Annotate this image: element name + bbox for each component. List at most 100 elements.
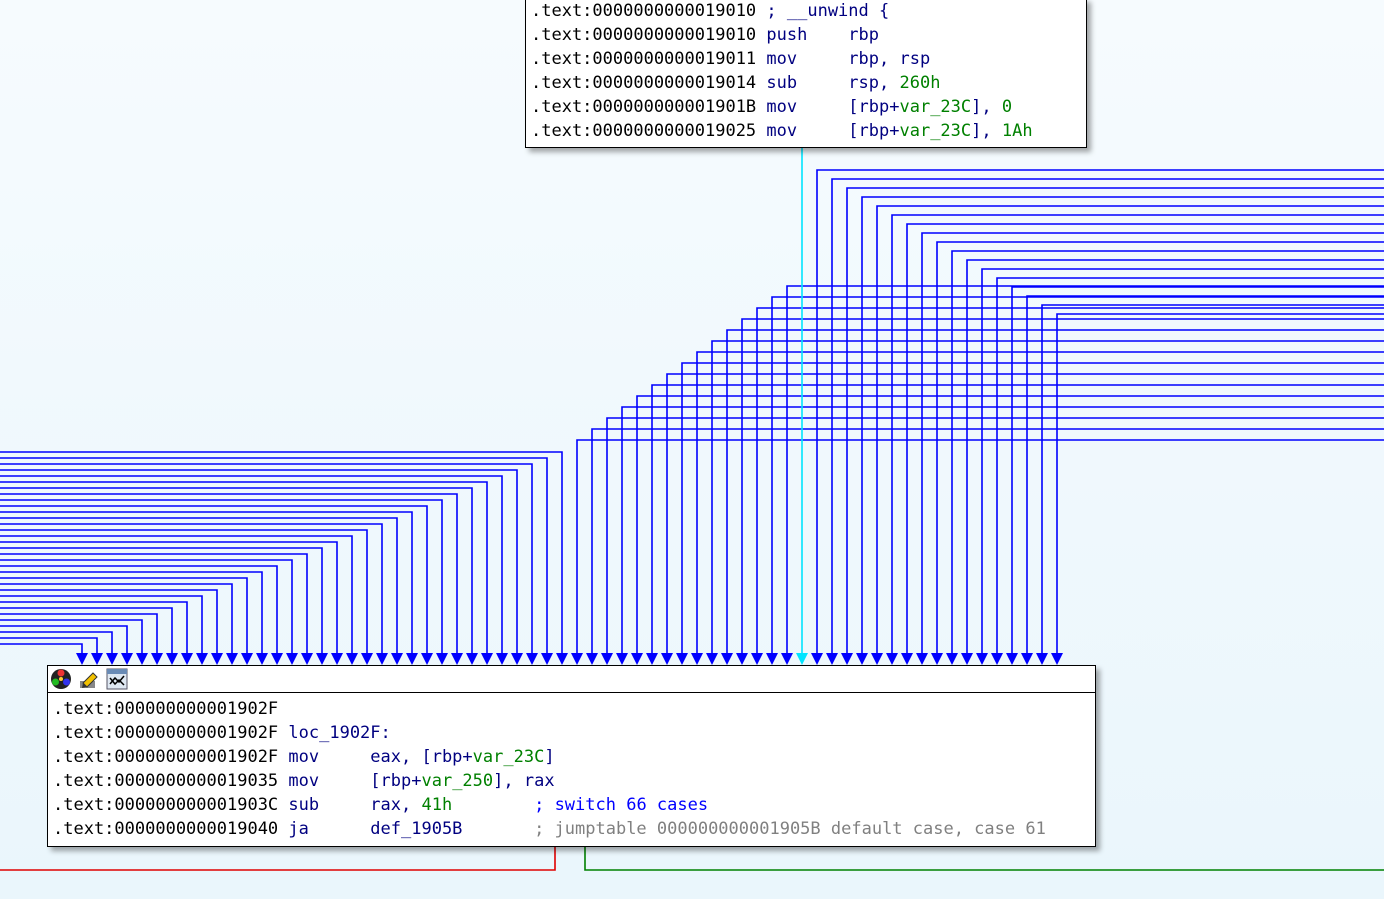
mnemonic[interactable]: mov	[288, 747, 371, 767]
disasm-line[interactable]: .text:0000000000019040 ja def_1905B ; ju…	[53, 817, 1095, 841]
switch-case-edge[interactable]	[0, 547, 323, 655]
operand[interactable]: ; switch 66 cases	[534, 795, 709, 815]
disasm-line[interactable]: .text:000000000001902F mov eax, [rbp+var…	[53, 745, 1095, 769]
operand[interactable]: var_23C	[899, 121, 972, 141]
operand[interactable]: rbp	[848, 25, 880, 45]
disasm-line[interactable]: .text:0000000000019010 ; __unwind {	[531, 0, 1086, 23]
disasm-line[interactable]: .text:0000000000019025 mov [rbp+var_23C]…	[531, 119, 1086, 143]
operand[interactable]: var_23C	[899, 97, 972, 117]
switch-case-edge[interactable]	[0, 571, 263, 655]
switch-case-edge[interactable]	[576, 439, 1384, 655]
switch-case-edge[interactable]	[816, 169, 1384, 655]
operand[interactable]: var_250	[421, 771, 494, 791]
mnemonic[interactable]: mov	[766, 97, 849, 117]
operand[interactable]: ], rax	[493, 771, 555, 791]
operand[interactable]: ],	[971, 97, 1002, 117]
operand[interactable]: [rbp+	[848, 121, 900, 141]
switch-case-edge[interactable]	[0, 475, 503, 655]
operand[interactable]: 260h	[899, 73, 941, 93]
switch-case-edge[interactable]	[951, 250, 1384, 655]
switch-case-edge[interactable]	[0, 625, 128, 655]
disasm-line[interactable]: .text:000000000001902F loc_1902F:	[53, 721, 1095, 745]
switch-case-edge[interactable]	[771, 296, 1384, 655]
mnemonic[interactable]: ja	[288, 819, 371, 839]
switch-case-edge[interactable]	[0, 637, 98, 655]
switch-case-edge[interactable]	[0, 505, 428, 655]
top-basic-block[interactable]: .text:0000000000019010 ; __unwind { .text…	[525, 0, 1087, 148]
operand[interactable]: loc_1902F:	[288, 723, 391, 743]
switch-case-edge[interactable]	[711, 340, 1384, 655]
switch-case-edge[interactable]	[0, 529, 368, 655]
switch-case-edge[interactable]	[0, 559, 293, 655]
switch-case-edge[interactable]	[0, 523, 383, 655]
switch-case-edge[interactable]	[906, 223, 1384, 655]
mnemonic[interactable]: mov	[288, 771, 371, 791]
disasm-line[interactable]: .text:0000000000019035 mov [rbp+var_250]…	[53, 769, 1095, 793]
switch-case-edge[interactable]	[1041, 304, 1384, 655]
true-branch-edge[interactable]	[584, 846, 1384, 871]
switch-case-edge[interactable]	[621, 406, 1384, 655]
switch-case-edge[interactable]	[0, 607, 173, 655]
switch-case-edge[interactable]	[0, 535, 353, 655]
bottom-basic-block[interactable]: .text:000000000001902F.text:000000000001…	[47, 665, 1096, 847]
switch-case-edge[interactable]	[651, 384, 1384, 655]
mnemonic[interactable]: push	[766, 25, 849, 45]
switch-case-edge[interactable]	[741, 318, 1384, 655]
switch-case-edge[interactable]	[0, 457, 548, 655]
switch-case-edge[interactable]	[0, 481, 488, 655]
switch-case-edge[interactable]	[936, 241, 1384, 655]
disasm-line[interactable]: .text:0000000000019011 mov rbp, rsp	[531, 47, 1086, 71]
operand[interactable]: ; jumptable 000000000001905B default cas…	[534, 819, 1046, 839]
switch-case-edge[interactable]	[1011, 286, 1384, 655]
switch-case-edge[interactable]	[0, 493, 458, 655]
switch-case-edge[interactable]	[0, 613, 158, 655]
switch-case-edge[interactable]	[0, 577, 248, 655]
operand[interactable]: 1Ah	[1001, 121, 1033, 141]
operand[interactable]: ],	[971, 121, 1002, 141]
switch-case-edge[interactable]	[0, 643, 83, 655]
operand[interactable]: ]	[544, 747, 555, 767]
switch-case-edge[interactable]	[0, 565, 278, 655]
switch-case-edge[interactable]	[891, 214, 1384, 655]
switch-case-edge[interactable]	[996, 277, 1384, 655]
switch-case-edge[interactable]	[756, 307, 1384, 655]
switch-case-edge[interactable]	[0, 469, 518, 655]
operand[interactable]: ; __unwind {	[766, 1, 890, 21]
switch-case-edge[interactable]	[921, 232, 1384, 655]
switch-case-edge[interactable]	[861, 196, 1384, 655]
switch-case-edge[interactable]	[1056, 313, 1384, 655]
operand[interactable]: rbp, rsp	[848, 49, 931, 69]
mnemonic[interactable]: mov	[766, 49, 849, 69]
switch-case-edge[interactable]	[0, 541, 338, 655]
switch-case-edge[interactable]	[876, 205, 1384, 655]
switch-case-edge[interactable]	[0, 463, 533, 655]
operand[interactable]	[452, 795, 534, 815]
switch-case-edge[interactable]	[591, 428, 1384, 655]
operand[interactable]: 0	[1001, 97, 1013, 117]
disasm-line[interactable]: .text:000000000001901B mov [rbp+var_23C]…	[531, 95, 1086, 119]
operand[interactable]: rax,	[370, 795, 422, 815]
mnemonic[interactable]: sub	[288, 795, 371, 815]
color-palette-icon[interactable]	[50, 668, 72, 690]
switch-case-edge[interactable]	[0, 511, 413, 655]
switch-case-edge[interactable]	[0, 553, 308, 655]
switch-case-edge[interactable]	[0, 601, 188, 655]
operand[interactable]	[462, 819, 534, 839]
rename-pencil-icon[interactable]	[78, 668, 100, 690]
switch-case-edge[interactable]	[786, 285, 1384, 655]
switch-case-edge[interactable]	[0, 451, 563, 655]
false-branch-edge[interactable]	[0, 846, 556, 871]
disasm-line[interactable]: .text:000000000001903C sub rax, 41h ; sw…	[53, 793, 1095, 817]
operand[interactable]: var_23C	[472, 747, 545, 767]
mnemonic[interactable]: mov	[766, 121, 849, 141]
operand[interactable]: rsp,	[848, 73, 900, 93]
switch-case-edge[interactable]	[606, 417, 1384, 655]
switch-case-edge[interactable]	[696, 351, 1384, 655]
operand[interactable]: 41h	[421, 795, 453, 815]
switch-case-edge[interactable]	[846, 187, 1384, 655]
switch-case-edge[interactable]	[1026, 295, 1384, 655]
switch-case-edge[interactable]	[831, 178, 1384, 655]
disasm-line[interactable]: .text:000000000001902F	[53, 697, 1095, 721]
switch-case-edge[interactable]	[0, 487, 473, 655]
switch-case-edge[interactable]	[726, 329, 1384, 655]
